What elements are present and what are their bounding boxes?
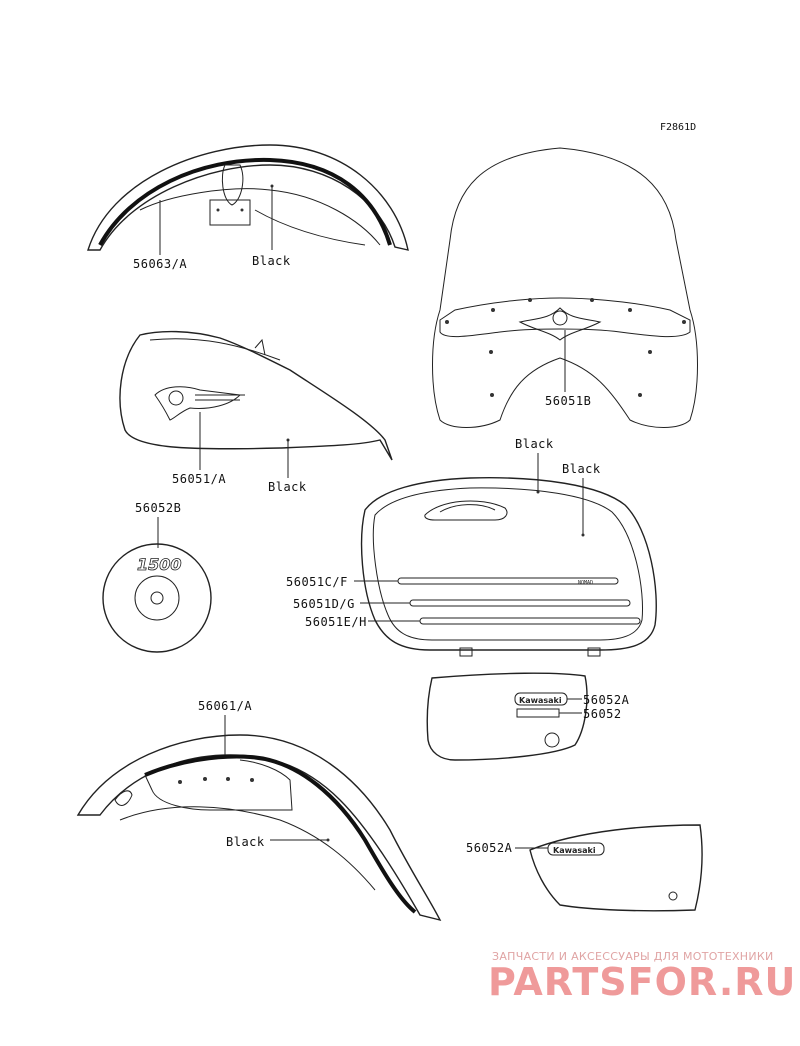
label-56063-a: 56063/A [133, 257, 187, 271]
watermark-logo: PARTSFOR.RU [488, 960, 797, 1004]
windshield [432, 147, 698, 428]
emblem-1500-text: 1500 [137, 555, 182, 574]
label-56061-a: 56061/A [198, 699, 252, 713]
label-56052b: 56052B [135, 501, 181, 515]
label-56051-a: 56051/A [172, 472, 226, 486]
label-56051e-h: 56051E/H [305, 615, 367, 629]
label-56051b: 56051B [545, 394, 591, 408]
label-saddlebag-black-2: Black [562, 462, 601, 476]
saddlebag: NOMAD [360, 477, 657, 657]
front-fender [87, 144, 409, 251]
rear-fender [76, 734, 442, 922]
label-rear-fender-black: Black [226, 835, 265, 849]
label-56051c-f: 56051C/F [286, 575, 348, 589]
label-tank-black: Black [268, 480, 307, 494]
label-56051d-g: 56051D/G [293, 597, 355, 611]
watermark-tagline: ЗАПЧАСТИ И АКСЕССУАРЫ ДЛЯ МОТОТЕХНИКИ [492, 950, 774, 963]
round-emblem: 1500 [102, 543, 212, 653]
stripe-nomad-script: NOMAD [578, 580, 593, 586]
label-front-fender-black: Black [252, 254, 291, 268]
kawasaki-decal-2: Kawasaki [553, 846, 596, 855]
figure-code: F2861D [660, 122, 696, 133]
label-saddlebag-black-1: Black [515, 437, 554, 451]
fuel-tank [119, 330, 393, 461]
kawasaki-decal-1: Kawasaki [519, 696, 562, 705]
label-56052a-2: 56052A [466, 841, 513, 855]
side-cover-lower: Kawasaki [529, 824, 703, 912]
label-56052a-1: 56052A [583, 693, 630, 707]
side-cover-upper: Kawasaki [426, 672, 588, 761]
label-56052: 56052 [583, 707, 622, 721]
